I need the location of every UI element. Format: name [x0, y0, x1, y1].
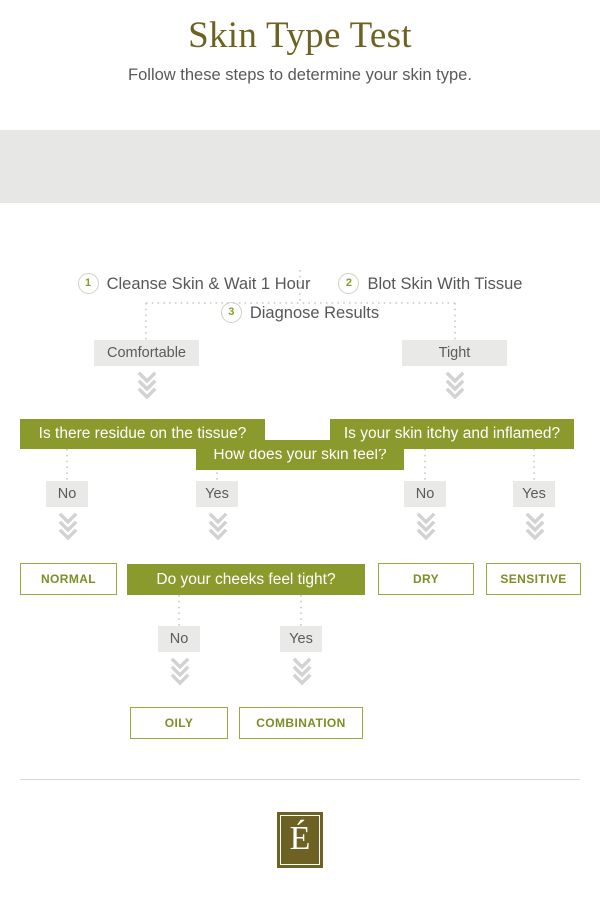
node-answer-tight[interactable]: Tight [402, 340, 507, 366]
page-title: Skin Type Test [188, 15, 412, 56]
chevron-down-icon-itchy-no [416, 512, 436, 540]
step-badge-2: 2 [338, 273, 360, 294]
node-answer-itchy-yes[interactable]: Yes [513, 481, 555, 507]
node-answer-cheeks-no[interactable]: No [158, 626, 200, 652]
logo-inner-border: É [280, 815, 320, 865]
chevron-down-icon-residue-no [58, 512, 78, 540]
step-label-2: Blot Skin With Tissue [367, 274, 523, 293]
node-answer-residue-no[interactable]: No [46, 481, 88, 507]
step-label-3: Diagnose Results [249, 303, 380, 322]
step-label-1: Cleanse Skin & Wait 1 Hour [106, 274, 311, 293]
step-badge-1: 1 [77, 273, 99, 294]
step-badge-3: 3 [220, 302, 242, 323]
steps-row-top: 1 Cleanse Skin & Wait 1 Hour 2 Blot Skin… [0, 273, 600, 294]
steps-bar: 1 Cleanse Skin & Wait 1 Hour 2 Blot Skin… [0, 130, 600, 323]
node-result-dry[interactable]: DRY [378, 563, 474, 595]
node-result-sensitive[interactable]: SENSITIVE [486, 563, 581, 595]
node-result-normal[interactable]: NORMAL [20, 563, 117, 595]
chevron-down-icon-comfortable [137, 371, 157, 399]
steps-row-bottom: 3 Diagnose Results [0, 302, 600, 323]
node-question-residue[interactable]: Is there residue on the tissue? [20, 419, 265, 449]
logo-letter: É [289, 820, 311, 857]
node-question-itchy[interactable]: Is your skin itchy and inflamed? [330, 419, 574, 449]
chevron-down-icon-cheeks-no [170, 657, 190, 685]
step-item-2[interactable]: 2 Blot Skin With Tissue [338, 273, 522, 294]
footer-divider [20, 779, 580, 780]
flowchart: How does your skin feel? Comfortable Tig… [0, 203, 600, 763]
page-subtitle: Follow these steps to determine your ski… [128, 66, 472, 84]
chevron-down-icon-cheeks-yes [292, 657, 312, 685]
node-answer-comfortable[interactable]: Comfortable [94, 340, 199, 366]
node-answer-cheeks-yes[interactable]: Yes [280, 626, 322, 652]
node-answer-itchy-no[interactable]: No [404, 481, 446, 507]
node-answer-residue-yes[interactable]: Yes [196, 481, 238, 507]
node-result-combination[interactable]: COMBINATION [239, 707, 363, 739]
step-item-3[interactable]: 3 Diagnose Results [220, 302, 380, 323]
chevron-down-icon-residue-yes [208, 512, 228, 540]
brand-logo: É [277, 812, 323, 868]
node-result-oily[interactable]: OILY [130, 707, 228, 739]
node-question-cheeks[interactable]: Do your cheeks feel tight? [127, 564, 365, 595]
step-item-1[interactable]: 1 Cleanse Skin & Wait 1 Hour [77, 273, 311, 294]
chevron-down-icon-itchy-yes [525, 512, 545, 540]
header: Skin Type Test Follow these steps to det… [0, 0, 600, 130]
chevron-down-icon-tight [445, 371, 465, 399]
flowchart-connectors [66, 270, 535, 626]
